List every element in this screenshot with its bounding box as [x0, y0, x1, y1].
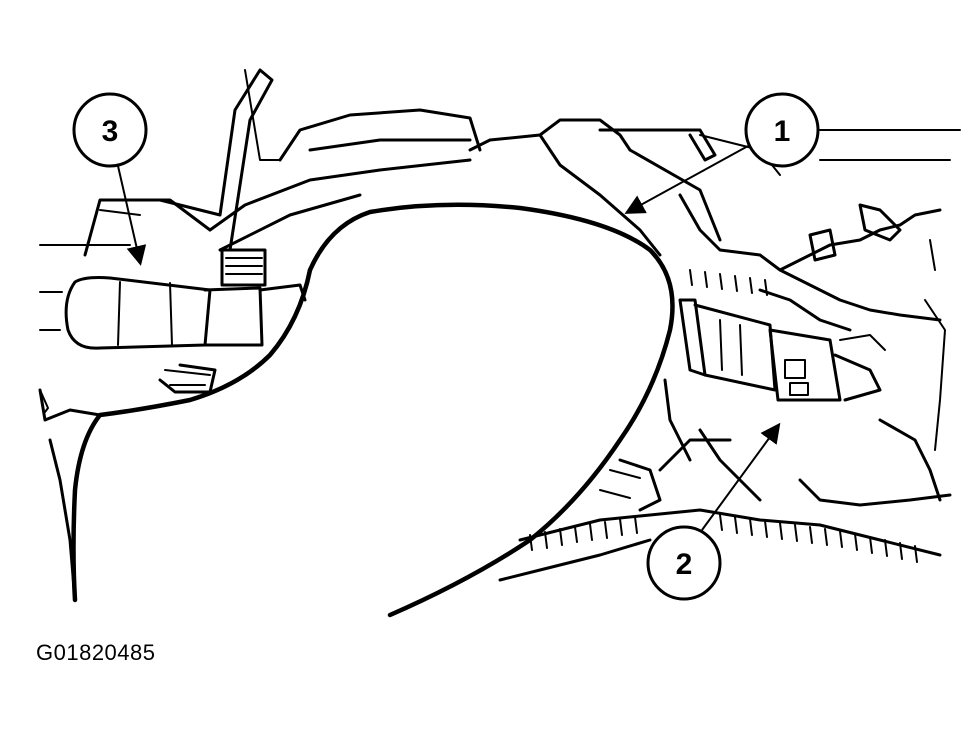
callout-2-leader [701, 422, 781, 531]
callout-2: 2 [646, 422, 781, 601]
callout-1-label: 1 [774, 115, 791, 148]
connector-2 [678, 298, 886, 402]
callout-3-label: 3 [102, 115, 119, 148]
callout-1: 1 [624, 92, 820, 214]
figure-id: G01820485 [36, 640, 156, 665]
callout-3-leader [117, 165, 147, 266]
intake-housing-outline [307, 202, 675, 618]
sensor-3 [64, 248, 307, 350]
callout-2-label: 2 [676, 548, 693, 581]
intake-housing-lower-edge [71, 267, 313, 603]
callout-1-leader [624, 145, 749, 214]
callout-3: 3 [72, 92, 148, 266]
engine-background-linework [38, 68, 961, 602]
